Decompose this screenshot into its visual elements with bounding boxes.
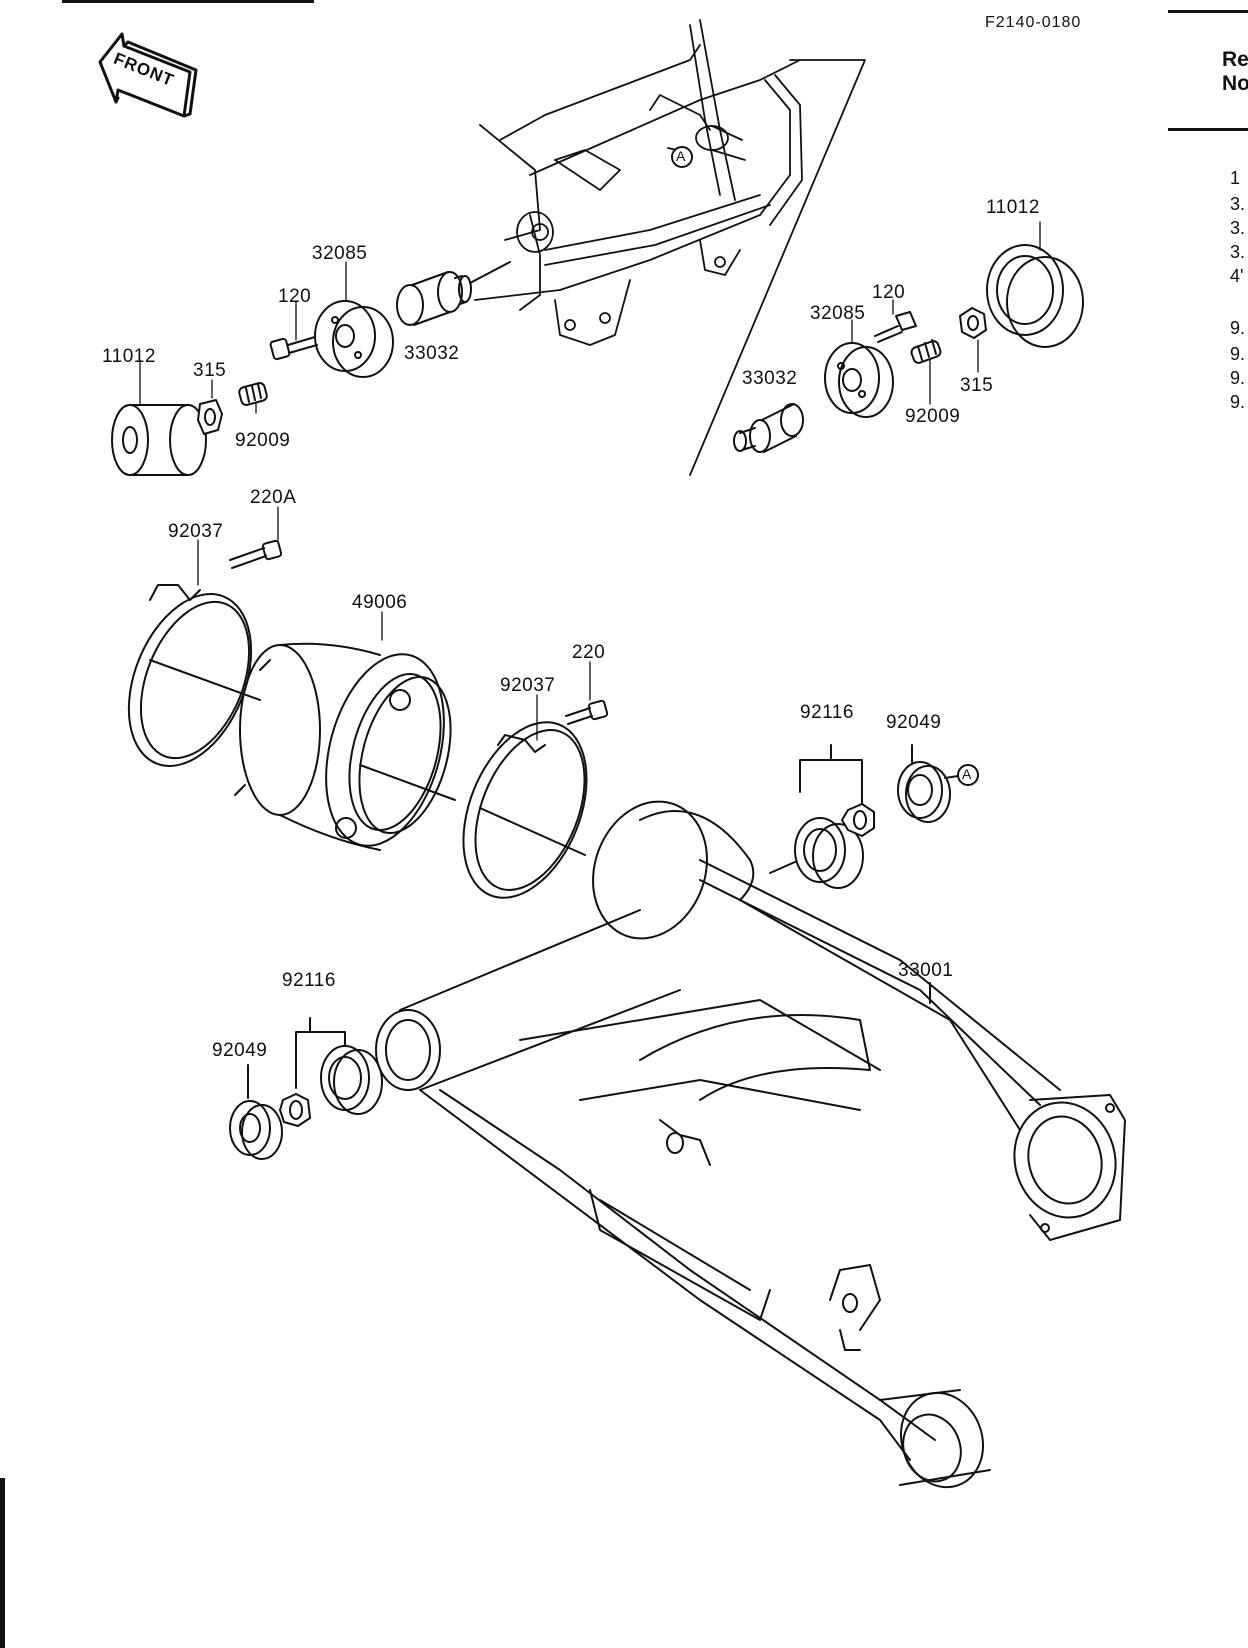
top-left-rule [62,0,314,3]
clamp-right [462,721,588,899]
part-label-92037-left: 92037 [168,521,224,542]
pivot-shaft-right [733,403,804,453]
bolt-220 [565,699,609,725]
collar-right [824,342,894,418]
part-label-33001: 33001 [898,960,954,981]
reference-mark-label-lower: A [962,766,972,782]
bolt-right [874,311,917,343]
part-label-33032-left: 33032 [404,343,460,364]
boot [234,642,456,851]
reference-mark-upper [671,146,693,168]
frame-drawing [474,19,866,476]
clamp-left [127,584,261,767]
table-row-ref: 4' [1230,266,1244,286]
bolt-left [269,336,318,361]
part-label-49006: 49006 [352,592,408,613]
table-row-ref: 3. [1230,194,1246,214]
table-row-ref: 3. [1230,218,1246,238]
reference-mark-lower [944,764,979,786]
reference-mark-label-upper: A [676,148,686,164]
front-arrow-icon [98,32,198,118]
set-screw-right [910,339,942,364]
part-label-120-left: 120 [278,286,312,307]
table-row-ref: 9. [1230,344,1246,364]
leader-lines [139,221,1041,741]
part-label-92037-right: 92037 [500,675,556,696]
nut-right [959,307,987,339]
table-row-ref: 1 [1230,168,1241,188]
bearing-left [229,1017,383,1160]
part-label-32085-left: 32085 [312,243,368,264]
swing-arm [375,800,1126,1489]
set-screw-left [238,382,268,406]
part-label-92009-left: 92009 [235,430,291,451]
part-label-32085-right: 32085 [810,303,866,324]
table-row-ref: 9. [1230,318,1246,338]
part-label-92009-right: 92009 [905,406,961,427]
part-label-92116-right: 92116 [800,702,854,723]
table-header-line-1: Re [1222,48,1248,71]
bearing-right [769,744,951,889]
collar-left [314,300,394,378]
part-label-33032-right: 33032 [742,368,798,389]
part-label-120-right: 120 [872,282,906,303]
table-row-ref: 9. [1230,392,1246,412]
bolt-220a [229,539,283,569]
part-label-220: 220 [572,642,606,663]
part-label-92049-left: 92049 [212,1040,268,1061]
table-row-ref: 9. [1230,368,1246,388]
table-header-rule [1168,128,1248,131]
part-label-315-left: 315 [193,360,227,381]
drawing-number: F2140-0180 [985,14,1082,31]
bush-right [986,244,1084,348]
table-top-rule [1168,10,1248,13]
part-label-315-right: 315 [960,375,994,396]
part-label-11012-left: 11012 [102,346,156,367]
table-row-ref: 3. [1230,242,1246,262]
left-edge-bar [0,1478,5,1648]
part-label-11012-right: 11012 [986,197,1040,218]
nut-left [197,399,223,435]
part-label-220A: 220A [250,487,297,508]
pivot-shaft-left [396,261,511,326]
part-label-92049-right: 92049 [886,712,942,733]
bush-left [111,404,207,476]
table-header-line-2: No [1222,72,1248,95]
part-label-92116-left: 92116 [282,970,336,991]
